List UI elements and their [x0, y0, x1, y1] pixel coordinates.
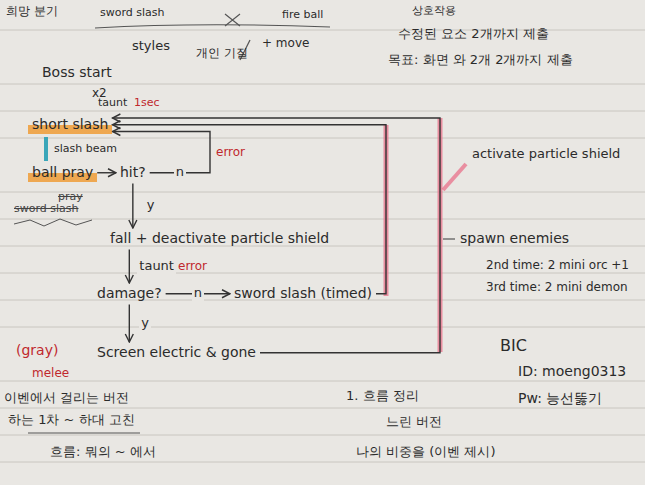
flow-arrow	[129, 250, 130, 284]
red-note: error	[216, 145, 245, 159]
flow-arrow	[97, 172, 116, 173]
red-note: melee	[32, 366, 69, 380]
handwritten-note: 목표: 화면 와 2개 2개까지 제출	[388, 52, 573, 68]
ruled-line	[0, 111, 645, 112]
ruled-line	[0, 273, 645, 274]
flow-arrow	[112, 125, 386, 294]
flow-step: hit?	[116, 162, 150, 184]
highlighted-step: short slash	[28, 114, 112, 136]
step-text: slash beam	[54, 142, 117, 156]
flow-step: damage?	[93, 283, 166, 305]
pink-leader	[443, 164, 466, 190]
flow-step: sword slash (timed)	[230, 283, 376, 305]
handwritten-note: 희망 분기	[6, 4, 58, 18]
handwritten-note: 느린 버전	[386, 414, 442, 430]
handwritten-note: 하는 1차 ~ 하대 고친	[8, 412, 135, 428]
teal-marker	[44, 137, 48, 161]
handwritten-note: 3rd time: 2 mini demon	[486, 280, 628, 294]
handwritten-note: + move	[262, 36, 309, 50]
edge-label: y	[145, 198, 157, 213]
sketch-stroke	[95, 25, 330, 28]
handwritten-note: pray	[58, 190, 83, 203]
highlighted-step: ball pray	[28, 162, 97, 184]
handwritten-note: 이벤에서 걸리는 버전	[4, 390, 129, 406]
step-text: Screen electric & gone	[97, 344, 256, 362]
handwritten-note: ID: moeng0313	[518, 363, 626, 380]
ruled-line	[0, 408, 645, 409]
ruled-line	[0, 138, 645, 139]
handwritten-note: 2nd time: 2 mini orc +1	[486, 258, 629, 272]
handwritten-note: sword slash	[14, 202, 79, 215]
ruled-line	[0, 462, 645, 463]
handwritten-note: 수정된 요소 2개까지 제출	[398, 26, 549, 42]
handwritten-note: spawn enemies	[460, 230, 569, 247]
handwritten-note: activate particle shield	[472, 146, 620, 162]
edge-label: taunt	[137, 259, 176, 274]
step-text: fall + deactivate particle shield	[110, 230, 329, 248]
handwritten-note: fire ball	[282, 8, 323, 21]
step-text: damage?	[97, 285, 162, 303]
ruled-line	[0, 219, 645, 220]
cross-mark	[225, 14, 240, 26]
handwritten-note: sword slash	[100, 6, 165, 19]
edge-label: n	[192, 286, 204, 301]
flow-arrow	[129, 305, 130, 343]
handwritten-note: 1. 흐름 정리	[346, 388, 419, 404]
handwritten-note: 개인 기질	[196, 46, 248, 60]
handwritten-note: taunt	[98, 96, 127, 109]
handwritten-note: 흐름: 뭐의 ~ 에서	[50, 444, 156, 460]
step-text: short slash	[32, 116, 108, 134]
step-text: Boss start	[42, 64, 112, 82]
underline	[28, 432, 140, 433]
flow-step: Screen electric & gone	[93, 342, 260, 364]
ruled-line	[0, 327, 645, 328]
handwritten-note: 상호작용	[412, 4, 456, 17]
red-note: 1sec	[134, 96, 160, 109]
handwritten-note: 나의 비중을 (이벤 제시)	[356, 444, 496, 460]
red-note: error	[178, 259, 207, 273]
flow-step: Boss start	[38, 62, 116, 84]
flow-step: fall + deactivate particle shield	[106, 228, 333, 250]
ruled-line	[0, 381, 645, 382]
handwritten-note: Pw: 능선뚫기	[518, 390, 602, 407]
ruled-line	[0, 192, 645, 193]
ruled-line	[0, 435, 645, 436]
scribble	[14, 219, 92, 226]
edge-label: y	[139, 316, 151, 331]
ruled-line	[0, 84, 645, 85]
flow-arrow	[132, 184, 133, 229]
ruled-lines	[0, 30, 645, 462]
handwritten-note: styles	[132, 38, 170, 54]
step-text: ball pray	[32, 164, 93, 182]
red-note: (gray)	[16, 342, 58, 359]
step-text: hit?	[120, 164, 146, 182]
handwritten-note: BIC	[500, 336, 527, 355]
edge-label: n	[174, 165, 186, 180]
step-text: sword slash (timed)	[234, 285, 372, 303]
leader-line	[443, 238, 455, 239]
flow-step: slash beam	[50, 140, 121, 158]
